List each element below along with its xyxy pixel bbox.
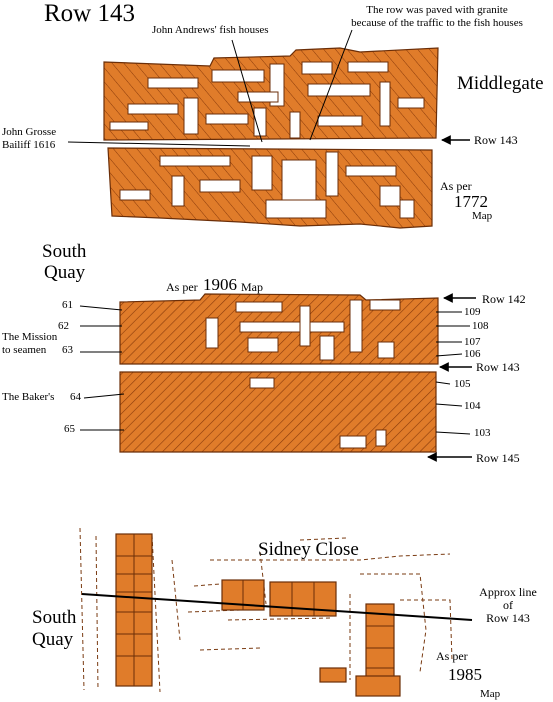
- approx-line-label-1: Approx line: [479, 585, 537, 599]
- middlegate-label: Middlegate: [457, 73, 544, 94]
- south-quay-label-line1: South: [42, 241, 87, 262]
- approx-line-label-3: Row 143: [486, 611, 530, 625]
- map-1772-south-voids: [119, 151, 415, 219]
- year-1906-label: 1906: [203, 275, 237, 294]
- granite-label-line1: The row was paved with granite: [366, 4, 508, 16]
- year-1772-label: 1772: [454, 192, 488, 211]
- fish-houses-label: John Andrews' fish houses: [152, 24, 269, 36]
- year-1985-label: 1985: [448, 665, 482, 684]
- plot-109-label: 109: [464, 306, 481, 318]
- grosse-pointer: [67, 141, 251, 147]
- south-quay-1985-line2: Quay: [32, 629, 74, 650]
- plot-107-label: 107: [464, 336, 481, 348]
- map-1906-label: Map: [241, 280, 263, 294]
- plot-64-label: 64: [70, 391, 81, 403]
- grosse-label-line2: Bailiff 1616: [2, 139, 56, 151]
- row143-label-1906: Row 143: [476, 360, 520, 374]
- row142-label: Row 142: [482, 292, 526, 306]
- map-1772: [67, 29, 470, 229]
- plot-106-label: 106: [464, 348, 481, 360]
- plot-104-label: 104: [464, 400, 481, 412]
- as-per-1772-label: As per: [440, 179, 472, 193]
- map-1906-north-voids: [205, 299, 401, 361]
- plot-65-label: 65: [64, 423, 75, 435]
- approx-line-label-2: of: [503, 598, 513, 612]
- bakers-label: The Baker's: [2, 391, 55, 403]
- plot-63-label: 63: [62, 344, 73, 356]
- map-1906-pointers: [79, 305, 471, 435]
- sidney-close-label: Sidney Close: [258, 539, 359, 560]
- row143-label-1772: Row 143: [474, 133, 518, 147]
- mission-label-line1: The Mission: [2, 331, 58, 343]
- grosse-label-line1: John Grosse: [2, 126, 57, 138]
- south-quay-1985-line1: South: [32, 607, 77, 628]
- map-1906-south-voids: [249, 377, 387, 449]
- map-1906-south-block: [119, 371, 437, 453]
- fish-houses-pointer: [231, 39, 263, 143]
- map-1985: [79, 527, 473, 697]
- map-1772-north-voids: [109, 61, 425, 139]
- granite-label-line2: because of the traffic to the fish house…: [351, 17, 523, 29]
- south-quay-label-line2: Quay: [44, 262, 86, 283]
- page-title: Row 143: [44, 0, 135, 27]
- approx-row143-line: [81, 593, 473, 621]
- map-1985-label: Map: [480, 688, 501, 700]
- mission-label-line2: to seamen: [2, 344, 47, 356]
- as-per-1906-label: As per: [166, 280, 198, 294]
- map-1985-street-outlines: [79, 527, 453, 693]
- row145-label: Row 145: [476, 451, 520, 465]
- map-1772-label: Map: [472, 210, 493, 222]
- plot-105-label: 105: [454, 378, 471, 390]
- plot-103-label: 103: [474, 427, 491, 439]
- granite-pointer: [309, 29, 353, 141]
- plot-61-label: 61: [62, 299, 73, 311]
- plot-108-label: 108: [472, 320, 489, 332]
- plot-62-label: 62: [58, 320, 69, 332]
- as-per-1985-label: As per: [436, 649, 468, 663]
- map-1906: [79, 293, 476, 462]
